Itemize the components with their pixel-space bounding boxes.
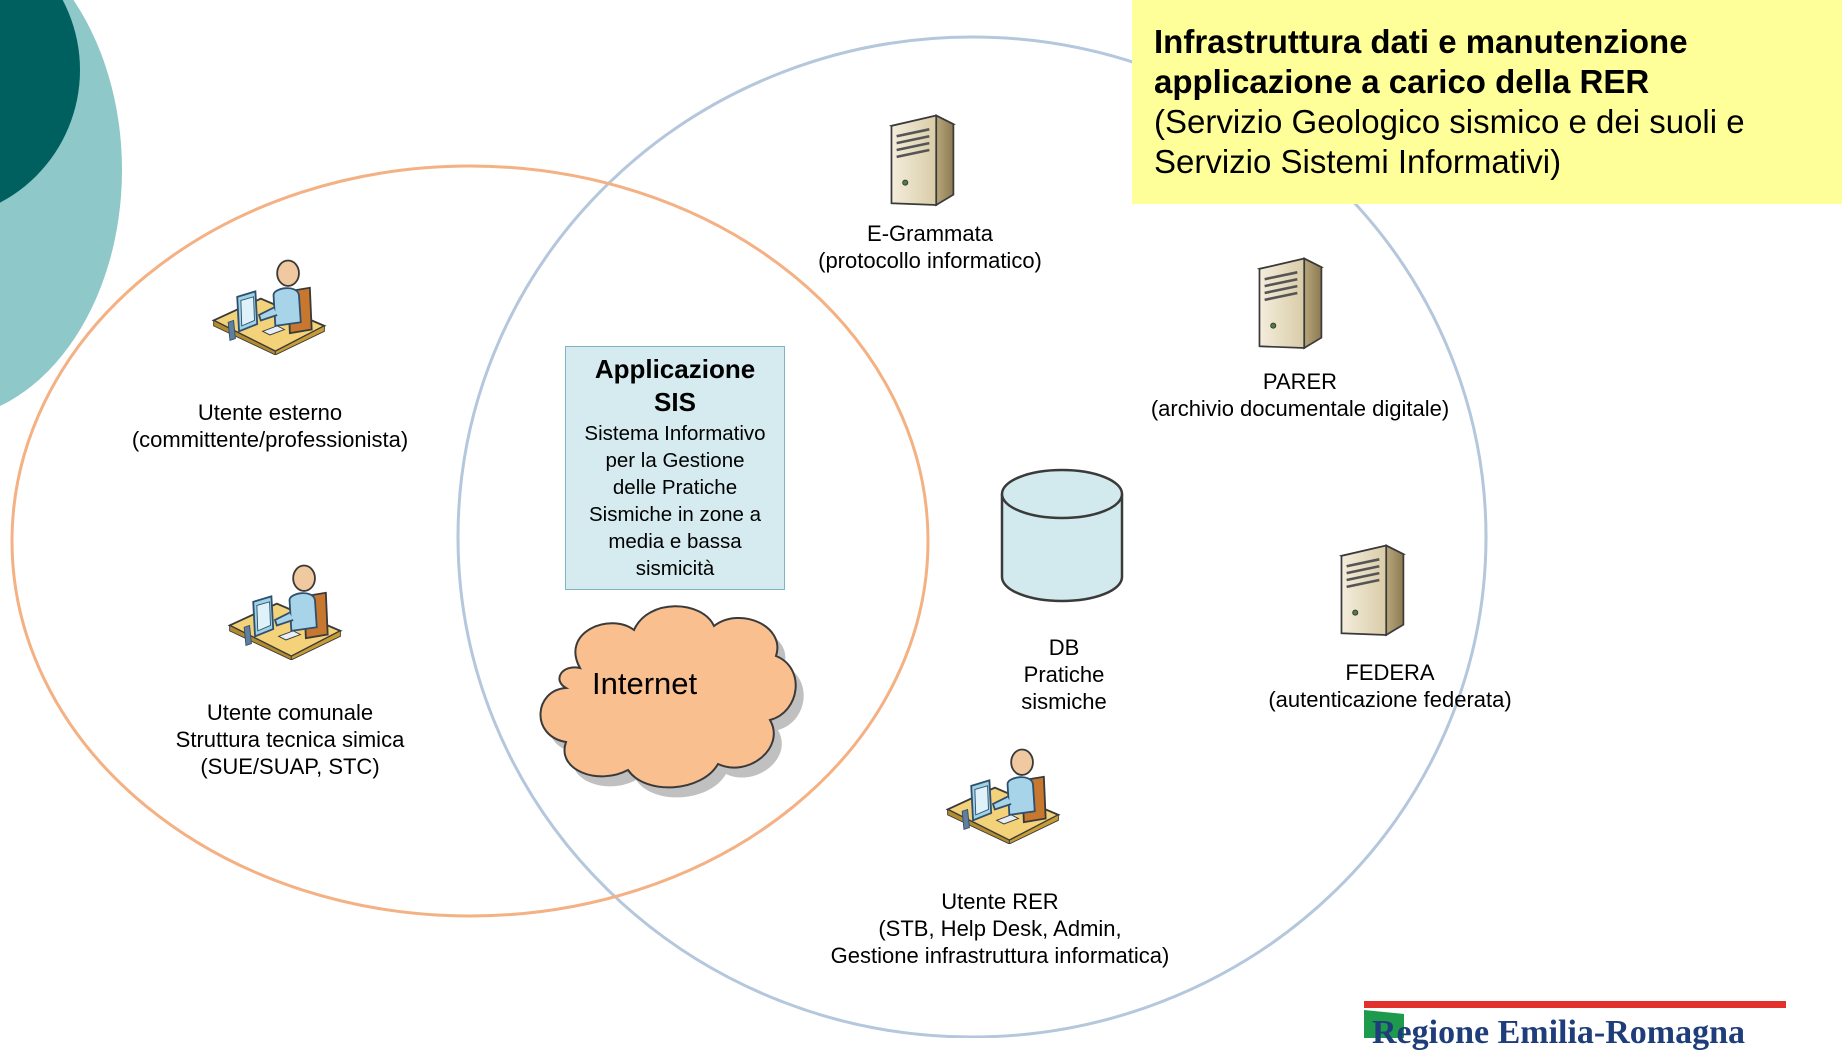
label-db: DB Pratiche sismiche (1021, 635, 1107, 714)
database-icon (1000, 468, 1124, 603)
decorative-dark-ellipse (0, 0, 80, 203)
label-utente-comunale: Utente comunale Struttura tecnica simica… (175, 700, 405, 779)
sis-box-description: Sistema Informativo per la Gestione dell… (584, 422, 766, 580)
info-box-title: Infrastruttura dati e manutenzione appli… (1154, 23, 1688, 100)
logo-text: Regione Emilia-Romagna (1372, 1014, 1746, 1051)
right-circle (456, 35, 1488, 1038)
server-icon-parer (1258, 257, 1323, 350)
sis-box-title: Applicazione SIS (594, 354, 756, 417)
info-box-subtitle: (Servizio Geologico sismico e dei suoli … (1154, 103, 1745, 180)
sis-application-box: Applicazione SIS Sistema Informativo per… (565, 346, 785, 590)
user-computer-icon-comunale (228, 564, 342, 660)
label-egrammata: E-Grammata (protocollo informatico) (818, 221, 1042, 273)
internet-cloud-icon (539, 605, 804, 798)
internet-label: Internet (592, 666, 698, 701)
label-federa: FEDERA (autenticazione federata) (1268, 660, 1512, 712)
label-utente-esterno: Utente esterno (committente/professionis… (131, 400, 409, 452)
user-computer-icon-rer (946, 748, 1060, 844)
info-box: Infrastruttura dati e manutenzione appli… (1132, 0, 1842, 204)
label-utente-rer: Utente RER (STB, Help Desk, Admin, Gesti… (830, 889, 1170, 968)
left-circle (10, 164, 930, 918)
label-parer: PARER (archivio documentale digitale) (1150, 369, 1450, 421)
server-icon-federa (1340, 544, 1405, 637)
user-computer-icon-esterno (212, 259, 326, 355)
server-icon-egrammata (890, 114, 955, 207)
regione-emilia-romagna-logo (1364, 1001, 1786, 1038)
